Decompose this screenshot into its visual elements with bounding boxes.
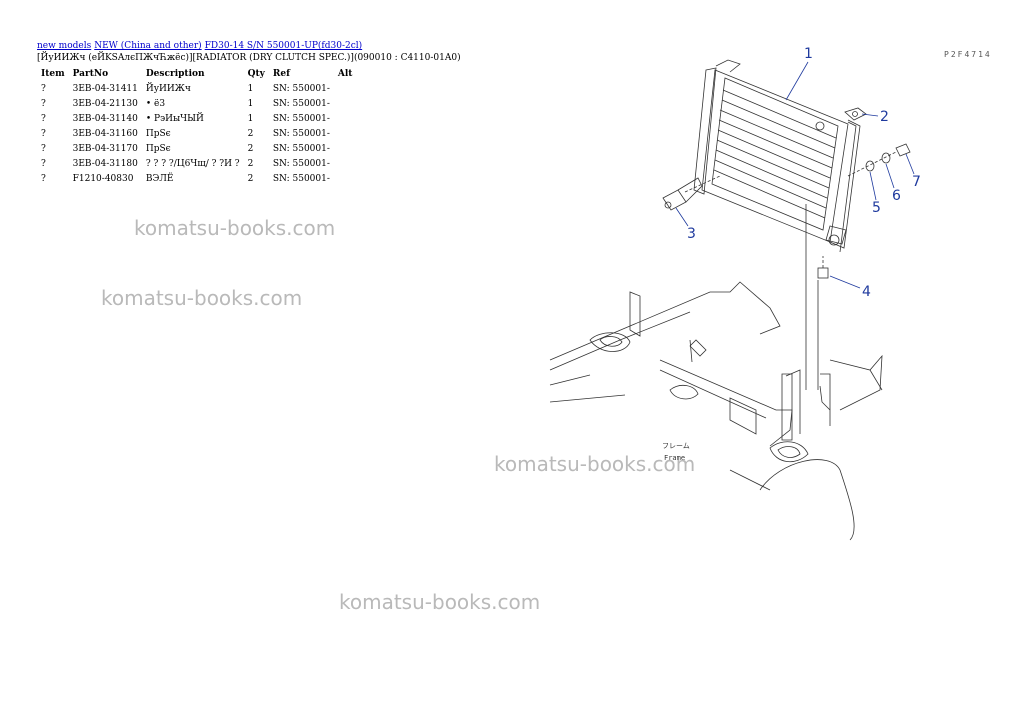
cell-ref: SN: 550001- (272, 128, 330, 139)
callout-5: 5 (872, 200, 881, 216)
cell-item: ? (41, 98, 46, 109)
part-3-bracket (662, 175, 721, 211)
cell-partno: 3EB-04-31160 (72, 128, 138, 139)
cell-alt (334, 96, 357, 111)
watermark: komatsu-books.com (134, 216, 336, 240)
cell-ref: SN: 550001- (272, 98, 330, 109)
cell-description: ? ? ? ?/Ц6Чщ/ ? ?И ? (145, 158, 240, 169)
part-4-mount (817, 256, 829, 279)
watermark: komatsu-books.com (494, 452, 696, 476)
cell-qty: 2 (247, 173, 254, 184)
drawing-page-code: P2F4714 (944, 50, 992, 59)
frame-label-jp: フレーム (662, 442, 690, 450)
parts-table: Item PartNo Description Qty Ref Alt ? 3E… (37, 66, 356, 186)
table-row: ? 3EB-04-31140 • РэИыЧЫЙ 1 SN: 550001- (37, 111, 356, 126)
cell-alt (334, 156, 357, 171)
cell-alt (334, 141, 357, 156)
cell-description: • ё3 (145, 98, 166, 109)
watermark: komatsu-books.com (101, 286, 303, 310)
callout-6: 6 (892, 188, 901, 204)
callout-3: 3 (687, 226, 696, 242)
table-row: ? 3EB-04-31180 ? ? ? ?/Ц6Чщ/ ? ?И ? 2 SN… (37, 156, 356, 171)
callout-2: 2 (880, 109, 889, 125)
cell-partno: 3EB-04-21130 (72, 98, 138, 109)
cell-item: ? (41, 83, 46, 94)
watermark: komatsu-books.com (339, 590, 541, 614)
cell-description: ПрЅє (145, 143, 171, 154)
part-2-cap (844, 107, 867, 121)
cell-alt (334, 126, 357, 141)
callout-1: 1 (804, 46, 813, 62)
cell-qty: 2 (247, 143, 254, 154)
cell-qty: 2 (247, 158, 254, 169)
cell-ref: SN: 550001- (272, 173, 330, 184)
cell-ref: SN: 550001- (272, 158, 330, 169)
cell-item: ? (41, 158, 46, 169)
breadcrumb-link-model[interactable]: FD30-14 S/N 550001-UP(fd30-2cl) (204, 41, 363, 51)
cell-description: ЙуИИЖч (145, 83, 191, 94)
frame-label-en: Frame (664, 454, 685, 462)
parts-5-6-7 (847, 143, 911, 177)
table-row: ? 3EB-04-21130 • ё3 1 SN: 550001- (37, 96, 356, 111)
radiator-core (693, 59, 861, 253)
header-description: Description (145, 68, 205, 79)
cell-item: ? (41, 128, 46, 139)
cell-description: ВЭЛЁ (145, 173, 174, 184)
header-item: Item (41, 68, 65, 79)
parts-drawing: 1 2 3 4 5 6 7 フレーム Frame (549, 46, 921, 541)
callout-4: 4 (862, 284, 871, 300)
cell-partno: 3EB-04-31170 (72, 143, 138, 154)
cell-ref: SN: 550001- (272, 113, 330, 124)
breadcrumb-link-new-china[interactable]: NEW (China and other) (94, 41, 202, 51)
cell-item: ? (41, 173, 46, 184)
frame-structure (549, 281, 883, 541)
callout-7: 7 (912, 174, 921, 190)
header-ref: Ref (272, 68, 290, 79)
header-alt: Alt (337, 68, 353, 79)
cell-description: • РэИыЧЫЙ (145, 113, 204, 124)
cell-ref: SN: 550001- (272, 143, 330, 154)
breadcrumb-link-new-models[interactable]: new models (37, 41, 92, 51)
cell-alt (334, 111, 357, 126)
header-partno: PartNo (72, 68, 109, 79)
cell-partno: 3EB-04-31140 (72, 113, 138, 124)
cell-qty: 1 (247, 113, 254, 124)
table-row: ? 3EB-04-31411 ЙуИИЖч 1 SN: 550001- (37, 81, 356, 96)
cell-item: ? (41, 113, 46, 124)
cell-description: ПрЅє (145, 128, 171, 139)
cell-partno: 3EB-04-31411 (72, 83, 138, 94)
cell-item: ? (41, 143, 46, 154)
table-row: ? 3EB-04-31170 ПрЅє 2 SN: 550001- (37, 141, 356, 156)
cell-ref: SN: 550001- (272, 83, 330, 94)
table-header-row: Item PartNo Description Qty Ref Alt (37, 66, 356, 81)
cell-qty: 1 (247, 98, 254, 109)
cell-alt (334, 171, 357, 186)
table-row: ? 3EB-04-31160 ПрЅє 2 SN: 550001- (37, 126, 356, 141)
cell-partno: 3EB-04-31180 (72, 158, 138, 169)
cell-qty: 2 (247, 128, 254, 139)
header-qty: Qty (247, 68, 265, 79)
page-subtitle: [ЙуИИЖч (еЙKSAлєПЖчЋжёс)][RADIATOR (DRY … (37, 53, 461, 63)
cell-alt (334, 81, 357, 96)
cell-partno: F1210-40830 (72, 173, 134, 184)
table-row: ? F1210-40830 ВЭЛЁ 2 SN: 550001- (37, 171, 356, 186)
cell-qty: 1 (247, 83, 254, 94)
